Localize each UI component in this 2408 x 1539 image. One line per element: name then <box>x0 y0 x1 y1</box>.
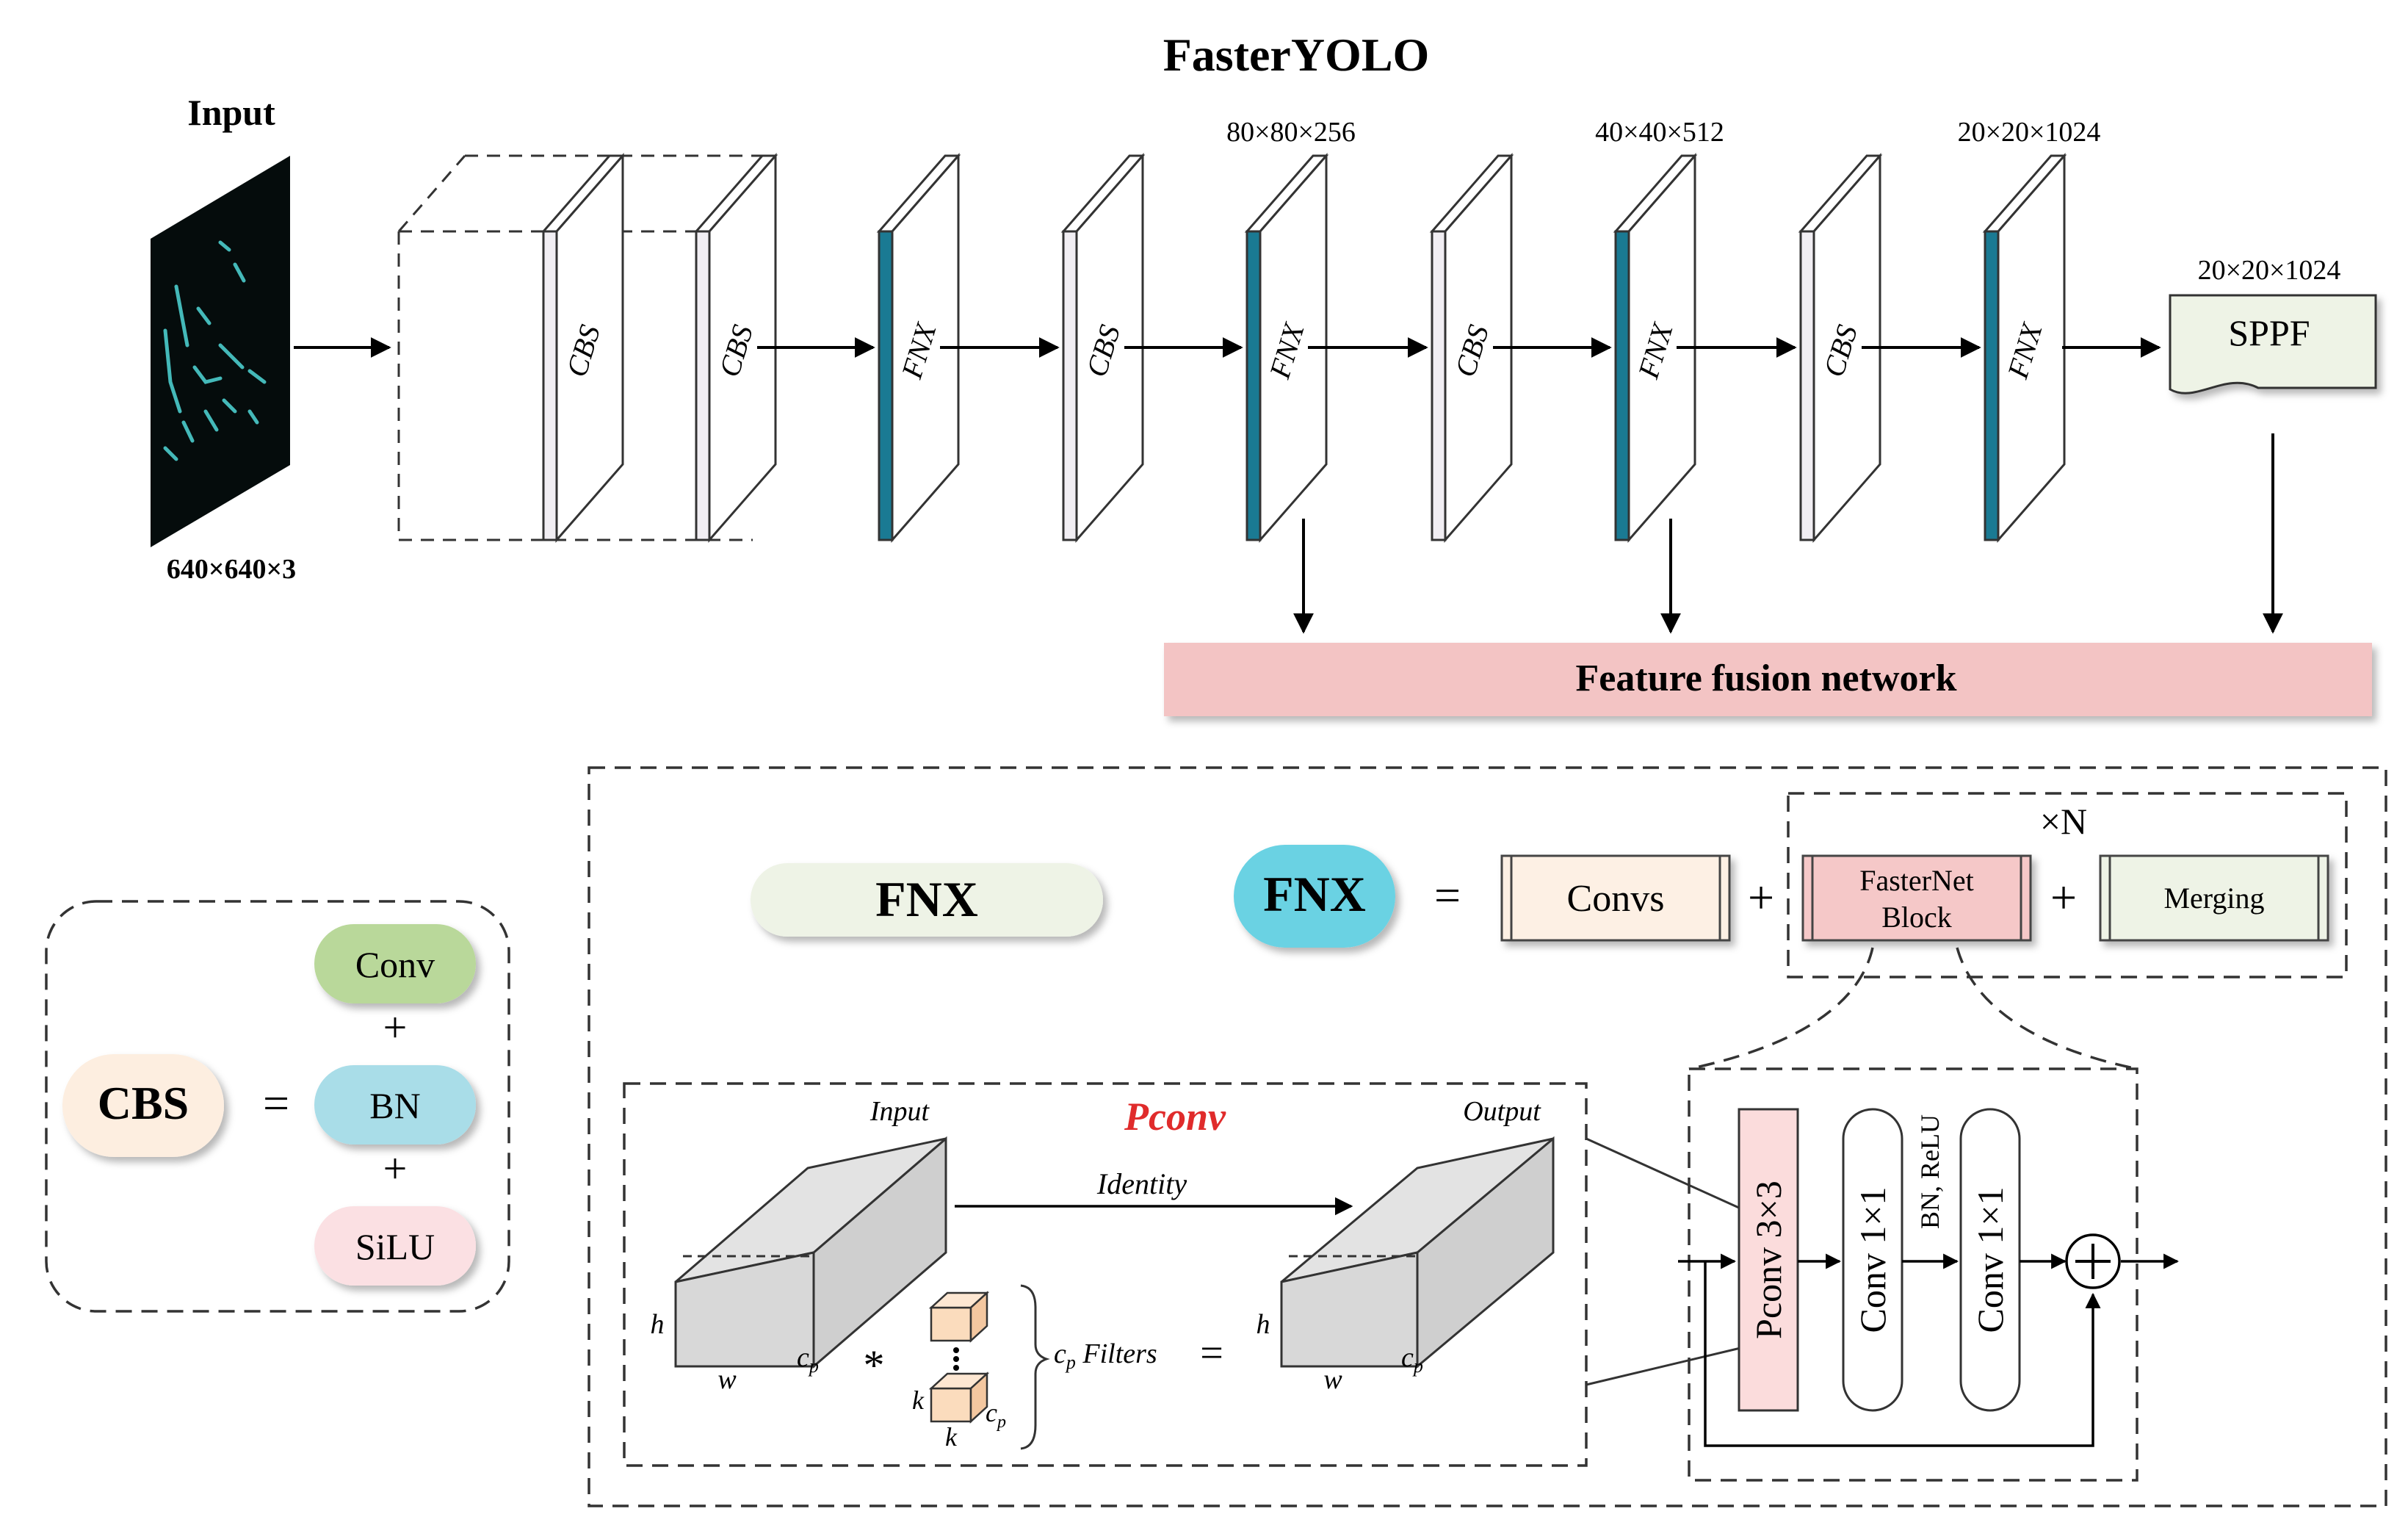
input-size: 640×640×3 <box>167 554 296 585</box>
pconv-input-label: Input <box>869 1096 930 1127</box>
pconv-equals: = <box>1200 1330 1223 1376</box>
svg-text:Conv: Conv <box>355 944 435 985</box>
input-label: Input <box>187 92 275 133</box>
cbs-legend-pill-silu: SiLU <box>314 1206 476 1286</box>
merging-box <box>2099 854 2329 942</box>
sppf-label: SPPF <box>2228 312 2310 353</box>
filter-dots <box>953 1347 959 1371</box>
merging-label: Merging <box>2163 882 2264 915</box>
cbs-legend-name: CBS <box>98 1077 189 1129</box>
sppf-block: SPPF 20×20×1024 <box>2169 255 2377 394</box>
connector-top <box>1586 1137 1741 1210</box>
backbone-layer-cbs: CBS <box>540 153 626 543</box>
block-pconv-label: Pconv 3×3 <box>1748 1181 1789 1339</box>
pconv-output-label: Output <box>1463 1096 1541 1127</box>
block-conv1-label: Conv 1×1 <box>1852 1186 1893 1333</box>
pconv-output-partial <box>1289 1255 1419 1366</box>
cbs-legend-pill-bn: BN <box>314 1065 476 1145</box>
filter-cp: cp <box>986 1398 1006 1432</box>
block-bnrelu-label: BN, ReLU <box>1915 1114 1945 1229</box>
filter-cubes <box>928 1291 990 1424</box>
filters-label: cp Filters <box>1054 1338 1157 1373</box>
pconv-output-h: h <box>1257 1309 1270 1340</box>
fnx-plus-2: + <box>2050 871 2077 923</box>
fusion-network-bar <box>1164 643 2372 716</box>
input-image <box>151 156 290 547</box>
pconv-output-cp: cp <box>1401 1342 1423 1377</box>
cbs-legend-plus: + <box>383 1145 408 1192</box>
zoom-curve-left <box>1688 947 1874 1070</box>
convs-box <box>1500 854 1731 942</box>
fnx-legend-frame <box>587 766 2387 1507</box>
fnx-legend-name: FNX <box>1263 866 1366 922</box>
block-detail-frame <box>1688 1067 2138 1482</box>
filter-brace <box>1020 1284 1050 1450</box>
fasternet-block-box <box>1801 854 2032 942</box>
zoom-curve-right <box>1956 947 2138 1070</box>
fnx-pill-label: FNX <box>875 871 978 927</box>
fnx-legend-equals: = <box>1434 869 1461 921</box>
svg-text:SiLU: SiLU <box>355 1226 435 1267</box>
block-conv2-box <box>1959 1108 2021 1412</box>
fusion-network-label: Feature fusion network <box>1575 657 1956 699</box>
pconv-input-w: w <box>717 1364 737 1395</box>
cbs-legend-pills: Conv + BN + SiLU <box>314 924 476 1286</box>
block-conv1-box <box>1842 1108 1903 1412</box>
pconv-frame <box>623 1082 1588 1467</box>
pconv-output-w: w <box>1323 1364 1342 1395</box>
block-pconv-box <box>1738 1108 1799 1412</box>
backbone-layer-cbs: CBS <box>1798 153 1883 543</box>
repeat-frame <box>1787 792 2348 978</box>
pconv-output-cuboid <box>1280 1136 1555 1369</box>
identity-label: Identity <box>1096 1167 1187 1200</box>
block-conv2-label: Conv 1×1 <box>1970 1186 2011 1333</box>
connector-bottom <box>1586 1347 1741 1386</box>
backbone-layer-cbs: CBS <box>1060 153 1146 543</box>
fnx-name-pill <box>1234 845 1395 948</box>
sppf-shape <box>2169 294 2377 394</box>
fnx-pill <box>751 863 1103 937</box>
conv-operator: * <box>864 1341 885 1389</box>
fasternet-block-line2: Block <box>1881 901 1952 934</box>
backbone-layer-fnx: FNX <box>876 153 961 543</box>
page-title: FasterYOLO <box>1163 29 1430 81</box>
pconv-input-h: h <box>651 1309 665 1340</box>
cbs-legend-equals: = <box>263 1077 289 1129</box>
pconv-input-cuboid <box>674 1136 947 1369</box>
cbs-legend-pill-conv: Conv <box>314 924 476 1003</box>
pconv-title: Pconv <box>1124 1095 1226 1139</box>
sum-circle-icon <box>2065 1233 2121 1289</box>
pconv-input-cp: cp <box>797 1342 819 1377</box>
backbone-layer-size: 40×40×512 <box>1595 117 1724 148</box>
filter-k-side: k <box>912 1385 925 1415</box>
cbs-name-pill <box>62 1054 224 1157</box>
backbone-layer-size: 20×20×1024 <box>1958 117 2101 148</box>
backbone-layer-size: 80×80×256 <box>1226 117 1356 148</box>
sppf-size: 20×20×1024 <box>2198 255 2341 286</box>
cbs-legend-plus: + <box>383 1003 408 1051</box>
backbone-layer-cbs: CBS <box>693 153 778 543</box>
pconv-input-partial <box>683 1255 815 1366</box>
cbs-legend-frame <box>45 900 510 1313</box>
svg-text:BN: BN <box>369 1085 420 1126</box>
repeat-label: ×N <box>2040 801 2087 842</box>
backbone-layer-cbs: CBS <box>1429 153 1514 543</box>
fnx-plus-1: + <box>1748 871 1774 923</box>
fasternet-block-line1: FasterNet <box>1859 864 1974 897</box>
block-flow-arrows <box>1678 1253 2180 1447</box>
convs-label: Convs <box>1567 878 1665 920</box>
filter-k-bottom: k <box>945 1422 958 1452</box>
